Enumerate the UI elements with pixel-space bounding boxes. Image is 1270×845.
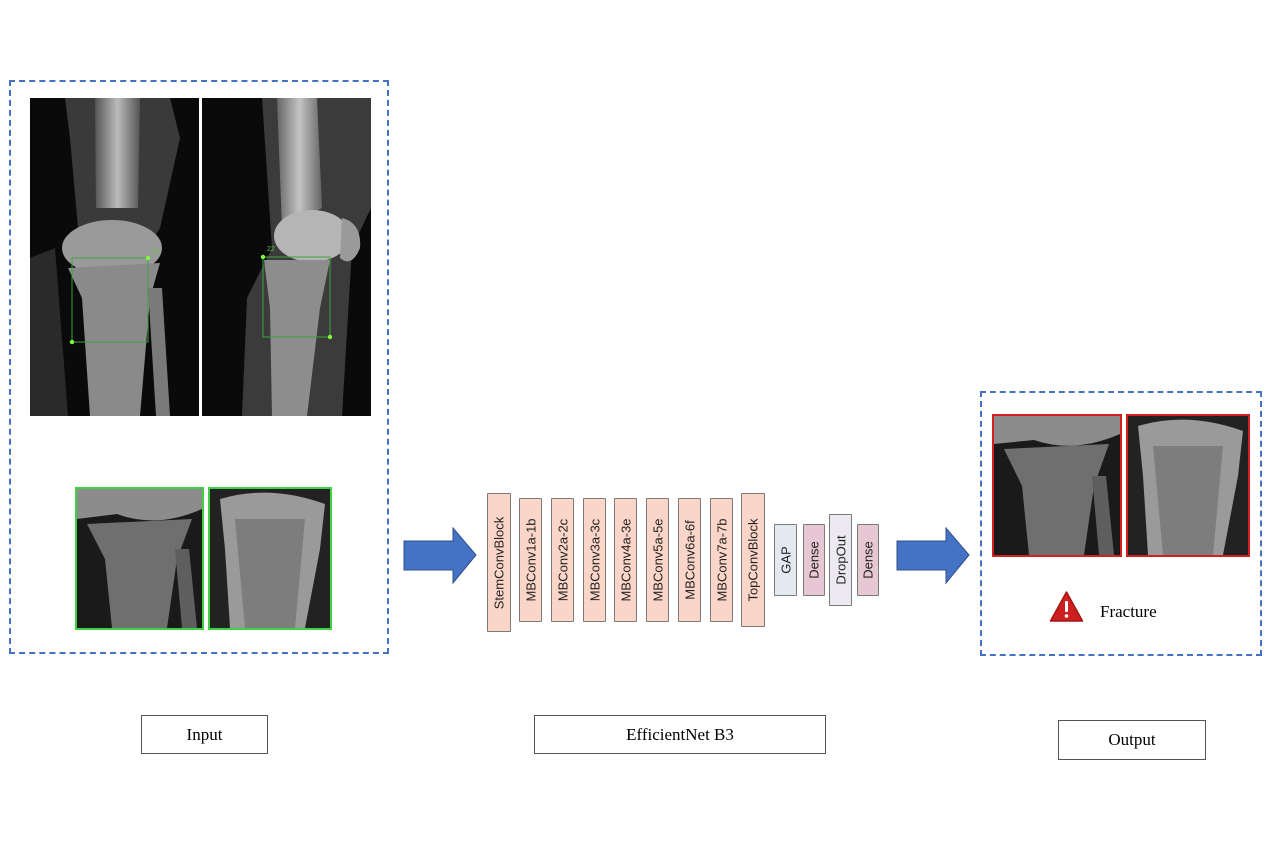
warning-triangle-icon (1049, 591, 1084, 622)
layer-mbconv5: MBConv5a-5e (646, 498, 669, 622)
layer-label: MBConv1a-1b (523, 518, 538, 602)
layer-label: StemConvBlock (491, 516, 507, 609)
ap-knee-xray: 12 (30, 98, 199, 416)
layer-label: MBConv4a-3e (618, 518, 633, 602)
layer-dense-2: Dense (857, 524, 879, 596)
layer-label: MBConv7a-7b (714, 518, 729, 602)
output-crop-lateral (1126, 414, 1250, 557)
output-caption: Output (1058, 720, 1206, 760)
layer-label: MBConv5a-5e (650, 518, 665, 602)
layer-label: MBConv6a-6f (682, 520, 697, 600)
layer-dropout: DropOut (829, 514, 852, 606)
layer-label: Dense (860, 541, 876, 579)
layer-dense-1: Dense (803, 524, 825, 596)
layer-label: MBConv2a-2c (555, 518, 570, 602)
arrow-model-to-output (896, 527, 970, 584)
lateral-xray-marker: 22 (267, 246, 275, 253)
arrow-input-to-model (403, 527, 477, 584)
output-panel (980, 391, 1262, 656)
model-caption: EfficientNet B3 (534, 715, 826, 754)
layer-label: GAP (778, 546, 793, 574)
layer-top-conv-block: TopConvBlock (741, 493, 765, 627)
layer-label: TopConvBlock (745, 518, 761, 602)
layer-mbconv1: MBConv1a-1b (519, 498, 542, 622)
layer-label: Dense (806, 541, 822, 579)
layer-mbconv6: MBConv6a-6f (678, 498, 701, 622)
input-crop-lateral (208, 487, 332, 630)
layer-label: MBConv3a-3c (587, 518, 602, 602)
layer-label: DropOut (833, 535, 848, 585)
lateral-knee-xray: 22 (202, 98, 371, 416)
layer-stem-conv-block: StemConvBlock (487, 493, 511, 632)
layer-mbconv4: MBConv4a-3e (614, 498, 637, 622)
layer-gap: GAP (774, 524, 797, 596)
input-caption: Input (141, 715, 268, 754)
input-crop-ap (75, 487, 204, 630)
layer-mbconv2: MBConv2a-2c (551, 498, 574, 622)
layer-mbconv7: MBConv7a-7b (710, 498, 733, 622)
ap-xray-marker: 12 (151, 249, 159, 256)
output-crop-ap (992, 414, 1122, 557)
input-panel (9, 80, 389, 654)
prediction-label: Fracture (1100, 602, 1157, 621)
layer-mbconv3: MBConv3a-3c (583, 498, 606, 622)
